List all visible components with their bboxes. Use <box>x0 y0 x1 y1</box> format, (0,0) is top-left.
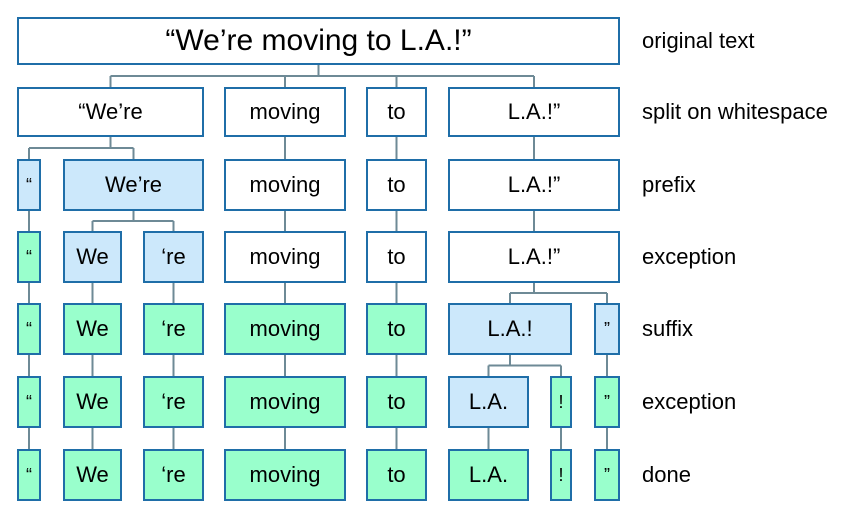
token-original-we-re-moving-to-l-a: “We’re moving to L.A.!” <box>17 17 620 65</box>
token-suffix-quote: “ <box>17 303 41 355</box>
token-done-quote: ” <box>594 449 620 501</box>
token-exception-1-l-a: L.A.!” <box>448 231 620 283</box>
token-prefix-l-a: L.A.!” <box>448 159 620 211</box>
token-split-l-a: L.A.!” <box>448 87 620 137</box>
token-suffix-moving: moving <box>224 303 346 355</box>
token-exception-1-quote: “ <box>17 231 41 283</box>
token-suffix-l-a: L.A.! <box>448 303 572 355</box>
token-split-moving: moving <box>224 87 346 137</box>
token-suffix-re: ‘re <box>143 303 204 355</box>
token-exception-2-we: We <box>63 376 122 428</box>
token-prefix-quote: “ <box>17 159 41 211</box>
row-label-suffix: suffix <box>642 316 693 341</box>
token-prefix-we-re: We’re <box>63 159 204 211</box>
row-label-original: original text <box>642 28 755 53</box>
token-split-to: to <box>366 87 427 137</box>
token-done-moving: moving <box>224 449 346 501</box>
token-exception-1-to: to <box>366 231 427 283</box>
token-done-we: We <box>63 449 122 501</box>
token-done-l-a: L.A. <box>448 449 529 501</box>
token-prefix-moving: moving <box>224 159 346 211</box>
token-exception-2-quote: “ <box>17 376 41 428</box>
row-label-done: done <box>642 462 691 487</box>
row-label-prefix: prefix <box>642 172 696 197</box>
token-done-quote: “ <box>17 449 41 501</box>
token-exception-1-re: ‘re <box>143 231 204 283</box>
token-exception-2-re: ‘re <box>143 376 204 428</box>
token-done-re: ‘re <box>143 449 204 501</box>
token-done-to: to <box>366 449 427 501</box>
token-prefix-to: to <box>366 159 427 211</box>
token-exception-2-quote: ” <box>594 376 620 428</box>
token-suffix-quote: ” <box>594 303 620 355</box>
token-suffix-we: We <box>63 303 122 355</box>
token-exception-2-quote: ! <box>550 376 572 428</box>
row-label-split: split on whitespace <box>642 99 828 124</box>
token-exception-1-we: We <box>63 231 122 283</box>
token-exception-1-moving: moving <box>224 231 346 283</box>
token-exception-2-to: to <box>366 376 427 428</box>
token-done-quote: ! <box>550 449 572 501</box>
row-label-exception-1: exception <box>642 244 737 269</box>
token-exception-2-moving: moving <box>224 376 346 428</box>
row-label-exception-2: exception <box>642 389 737 414</box>
token-exception-2-l-a: L.A. <box>448 376 529 428</box>
token-suffix-to: to <box>366 303 427 355</box>
token-split-we-re: “We’re <box>17 87 204 137</box>
